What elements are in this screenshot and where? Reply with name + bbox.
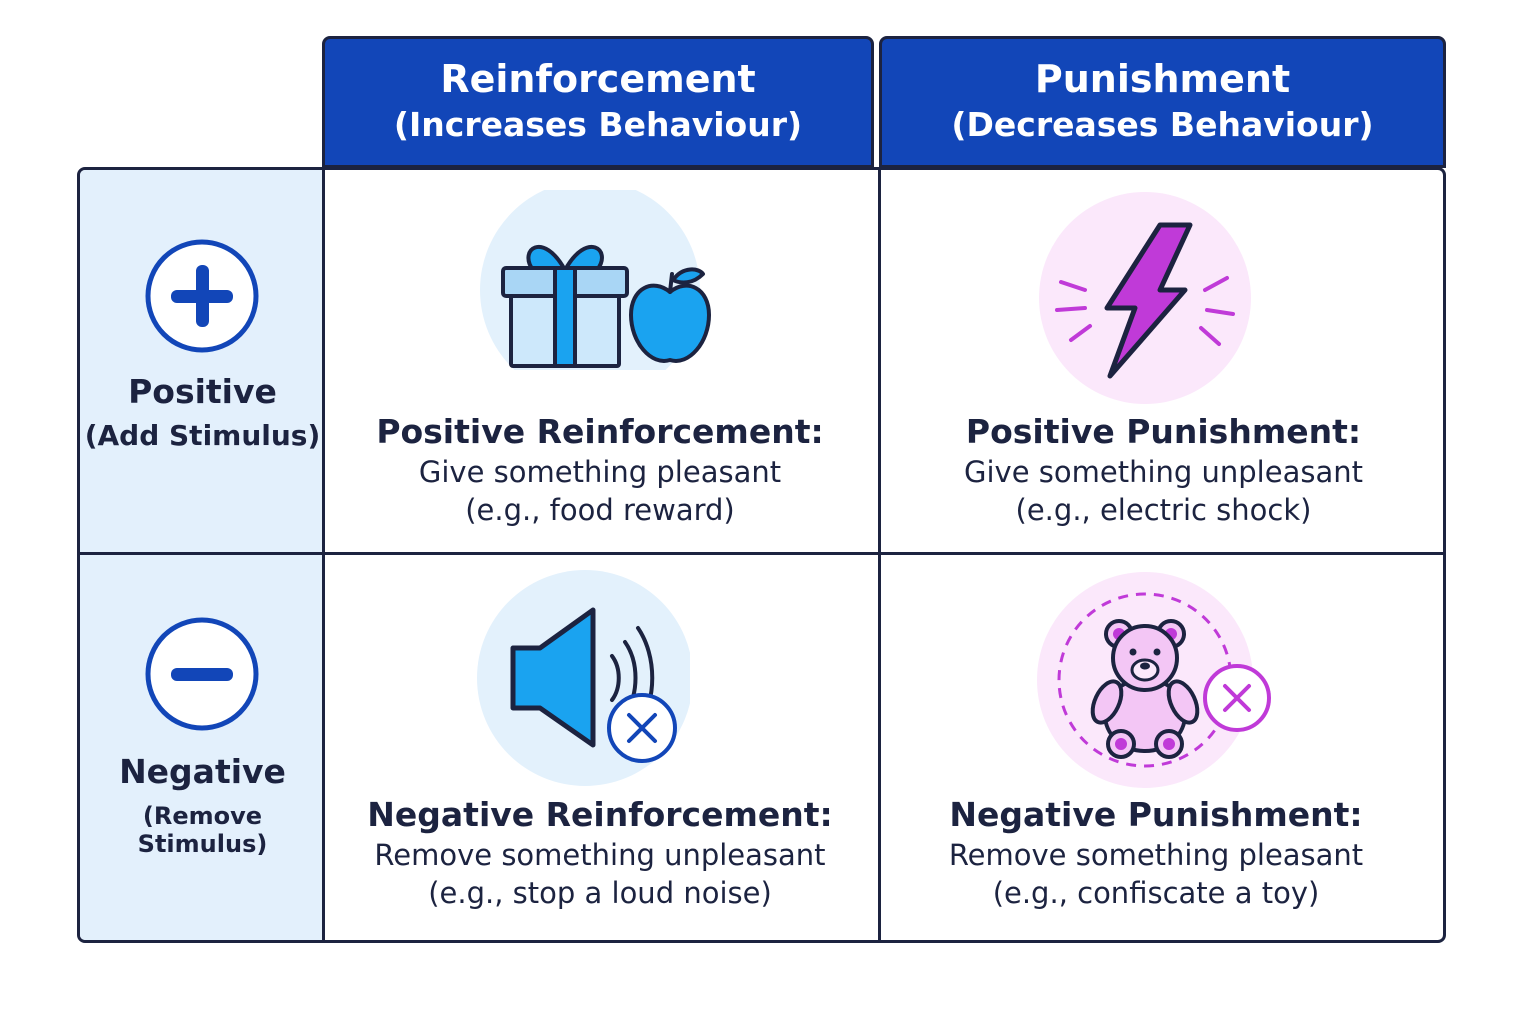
- row-label-positive: [80, 170, 325, 555]
- cell-negative-reinforcement: Negative Reinforcement: Remove something…: [325, 794, 875, 912]
- divider-vertical: [322, 170, 325, 940]
- column-subtitle: (Increases Behaviour): [393, 105, 803, 144]
- minus-circle-icon: [145, 617, 259, 731]
- column-header-punishment: Punishment (Decreases Behaviour): [879, 36, 1446, 168]
- cell-description: Remove something unpleasant: [374, 838, 826, 872]
- cell-title: Negative Reinforcement:: [367, 795, 833, 834]
- teddy-bear-removed-icon: [1037, 572, 1271, 788]
- cell-title: Negative Punishment:: [949, 795, 1363, 834]
- cell-positive-punishment: Positive Punishment: Give something unpl…: [881, 411, 1443, 529]
- muted-speaker-icon: [477, 570, 690, 786]
- cell-example: (e.g., electric shock): [1015, 493, 1312, 527]
- column-subtitle: (Decreases Behaviour): [951, 105, 1374, 144]
- row-title-negative: Negative: [119, 752, 286, 791]
- row-subtitle-negative: (Remove Stimulus): [137, 802, 268, 858]
- divider-horizontal: [80, 552, 1443, 555]
- divider-vertical: [878, 170, 881, 940]
- cell-description: Remove something pleasant: [948, 838, 1364, 872]
- column-header-reinforcement: Reinforcement (Increases Behaviour): [322, 36, 874, 168]
- cell-title: Positive Punishment:: [965, 412, 1362, 451]
- cell-example: (e.g., food reward): [465, 493, 735, 527]
- cell-example: (e.g., stop a loud noise): [428, 876, 772, 910]
- operant-conditioning-grid: Positive (Add Stimulus) Negative (Remove…: [77, 167, 1446, 943]
- column-title: Punishment: [1034, 57, 1291, 101]
- plus-circle-icon: [145, 239, 259, 353]
- gift-and-apple-icon: [480, 190, 711, 370]
- cell-description: Give something pleasant: [418, 455, 782, 489]
- cell-negative-punishment: Negative Punishment: Remove something pl…: [881, 794, 1431, 912]
- cell-positive-reinforcement: Positive Reinforcement: Give something p…: [325, 411, 875, 529]
- cell-title: Positive Reinforcement:: [376, 412, 824, 451]
- row-subtitle-positive: (Add Stimulus): [84, 419, 321, 452]
- column-title: Reinforcement: [440, 57, 756, 101]
- cell-example: (e.g., confiscate a toy): [992, 876, 1320, 910]
- lightning-bolt-icon: [1039, 192, 1251, 404]
- row-label-negative: [80, 555, 325, 940]
- cell-description: Give something unpleasant: [964, 455, 1363, 489]
- row-title-positive: Positive: [128, 372, 277, 411]
